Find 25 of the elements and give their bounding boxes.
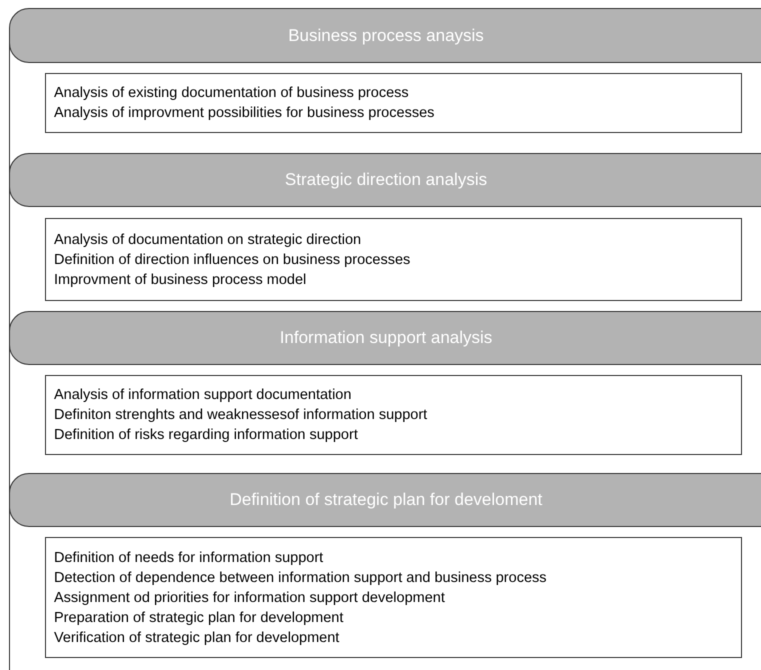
task-item: Improvment of business process model — [54, 270, 306, 290]
task-item: Analysis of existing documentation of business process — [54, 84, 409, 103]
task-item: Detection of dependence between information support and business process — [54, 568, 547, 588]
task-item: Definiton strenghts and weaknessesof information support — [54, 406, 428, 425]
task-item: Assignment od priorities for information support development — [54, 588, 445, 608]
task-item: Definition of risks regarding information support — [54, 426, 358, 445]
task-item: Definition of needs for information support — [54, 548, 324, 568]
task-item: Definition of direction influences on business processes — [54, 250, 410, 270]
phase-header-band — [9, 153, 761, 207]
task-list-box — [45, 73, 742, 133]
task-list-box — [45, 537, 742, 658]
phase-header-band — [9, 473, 761, 527]
task-item: Analysis of information support documentation — [54, 386, 352, 405]
phase-header-band — [9, 311, 761, 365]
task-list-box — [45, 218, 742, 301]
phase-title: Business process anaysis — [287, 26, 485, 46]
task-item: Verification of strategic plan for development — [54, 628, 340, 648]
phase-title: Strategic direction analysis — [284, 170, 488, 190]
phase-title: Definition of strategic plan for develoment — [228, 490, 544, 510]
task-list-box — [45, 375, 742, 455]
task-item: Analysis of improvment possibilities for business processes — [54, 104, 434, 123]
phase-title: Information support analysis — [278, 328, 494, 348]
task-item: Analysis of documentation on strategic direction — [54, 230, 362, 250]
phase-header-band — [9, 8, 761, 63]
task-item: Preparation of strategic plan for development — [54, 608, 344, 628]
